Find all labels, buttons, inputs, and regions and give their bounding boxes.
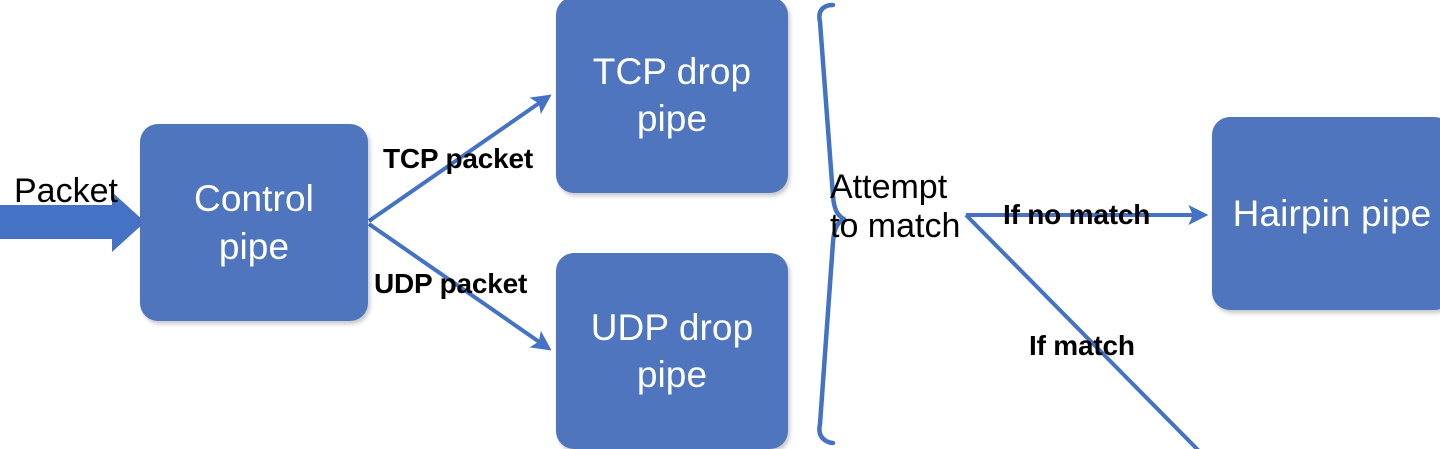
node-udp-drop-pipe-label: UDP drop pipe <box>590 306 754 395</box>
node-hairpin-pipe-label: Hairpin pipe <box>1232 192 1432 234</box>
node-control-pipe[interactable]: Control pipe <box>140 124 368 321</box>
node-hairpin-pipe[interactable]: Hairpin pipe <box>1212 117 1440 310</box>
edge-control-to-udp-drop <box>367 222 552 351</box>
node-tcp-drop-pipe[interactable]: TCP drop pipe <box>556 0 788 193</box>
edge-label-if-match: If match <box>1029 330 1135 361</box>
edge-label-tcp-packet: TCP packet <box>383 143 533 174</box>
edge-if-match-line <box>964 213 1200 449</box>
edge-label-udp-packet: UDP packet <box>374 268 528 299</box>
grouping-brace-icon <box>817 2 847 446</box>
group-label-attempt-to-match: Attempt to match <box>830 168 961 246</box>
node-udp-drop-pipe[interactable]: UDP drop pipe <box>556 253 788 449</box>
edge-label-if-no-match: If no match <box>1003 199 1151 230</box>
node-control-pipe-label: Control pipe <box>194 178 314 267</box>
edge-control-to-tcp-drop <box>367 94 552 223</box>
node-tcp-drop-pipe-label: TCP drop pipe <box>592 50 752 139</box>
packet-block-arrow <box>0 192 145 252</box>
edge-label-packet: Packet <box>14 172 118 210</box>
